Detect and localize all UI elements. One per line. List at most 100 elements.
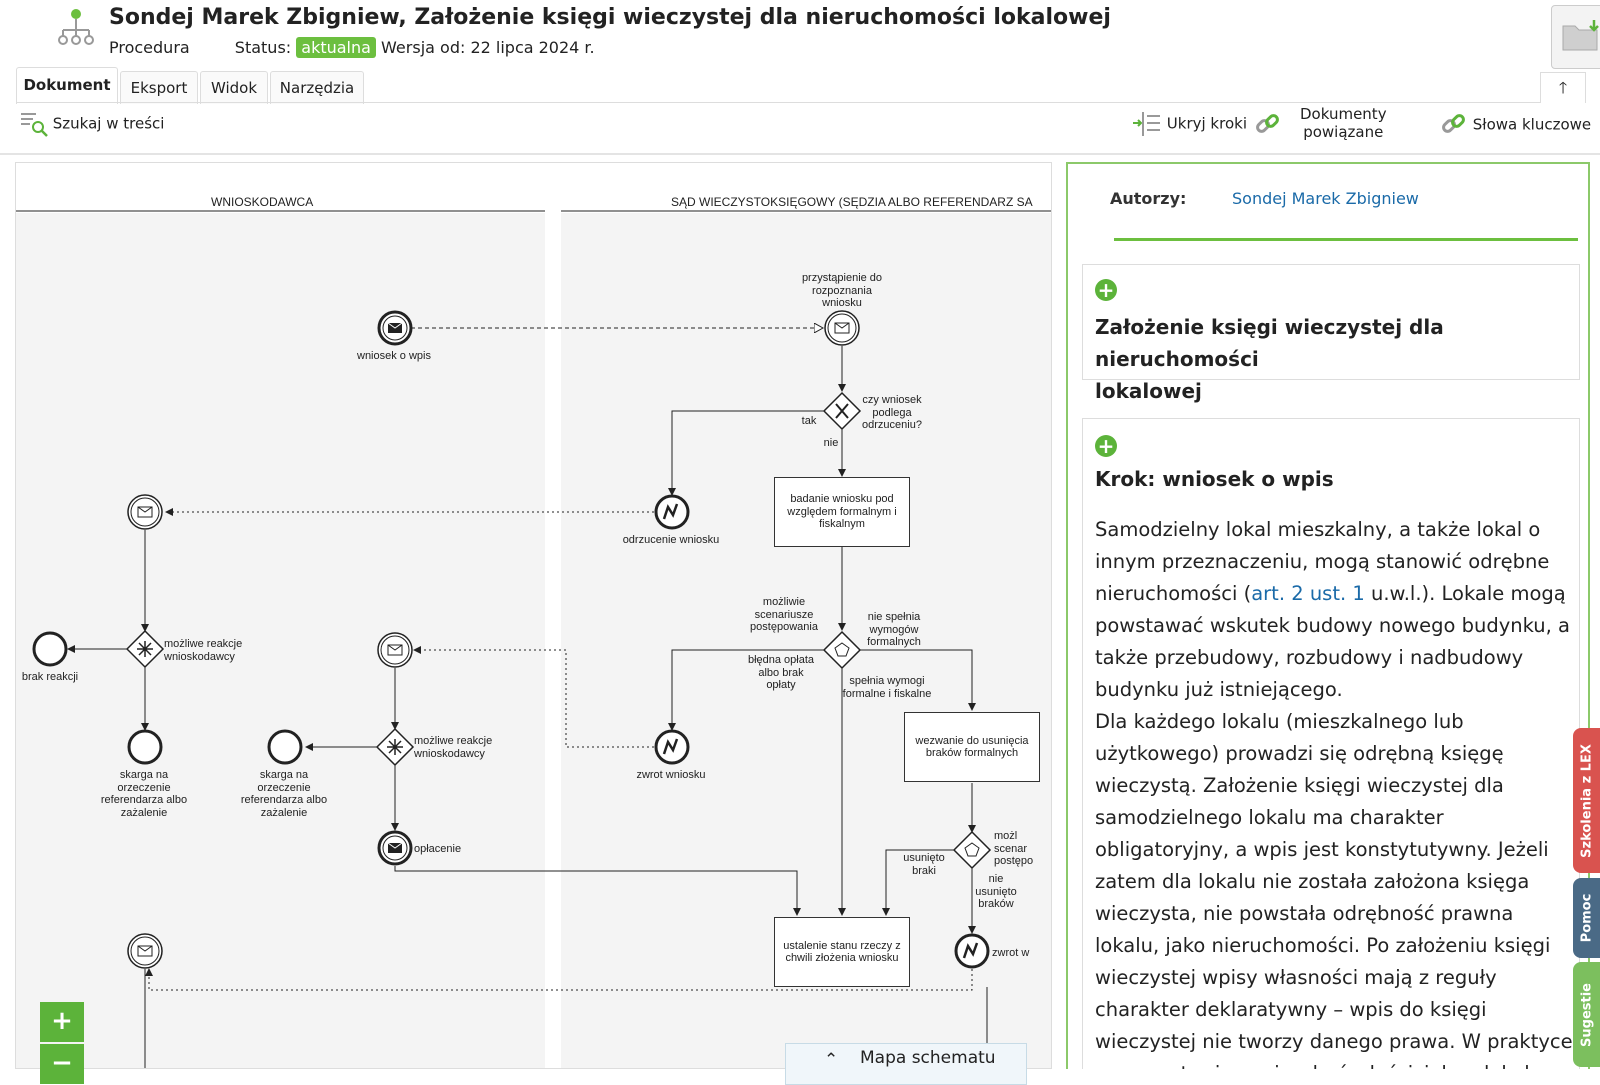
keywords-link-icon bbox=[1442, 114, 1465, 133]
label-skarga-2: skarga na orzeczenie referendarza albo z… bbox=[240, 769, 328, 819]
end-error-event-zwrot[interactable] bbox=[654, 729, 690, 765]
label-brak-reakcji: brak reakcji bbox=[21, 671, 79, 683]
folder-icon bbox=[1562, 20, 1599, 51]
event-gateway-left[interactable] bbox=[125, 629, 165, 669]
label-nie: nie bbox=[823, 437, 839, 449]
authors-label: Autorzy: bbox=[1110, 189, 1187, 208]
lane-title-sad: SĄD WIECZYSTOKSIĘGOWY (SĘDZIA ALBO REFER… bbox=[671, 195, 1033, 209]
procedure-card-title: Założenie księgi wieczystej dla nierucho… bbox=[1095, 311, 1579, 407]
related-docs-label-2: powiązane bbox=[1303, 123, 1384, 141]
related-docs-link-icon bbox=[1256, 114, 1279, 133]
header: Sondej Marek Zbigniew, Założenie księgi … bbox=[0, 0, 1600, 70]
keywords-label: Słowa kluczowe bbox=[1472, 115, 1592, 134]
end-event-skarga-1[interactable] bbox=[127, 729, 163, 765]
zoom-in-button[interactable]: + bbox=[40, 1002, 84, 1042]
label-nie-spelnia: nie spełnia wymogów formalnych bbox=[867, 611, 921, 648]
side-tab-pomoc[interactable]: Pomoc bbox=[1573, 878, 1600, 958]
authors-divider bbox=[1114, 238, 1578, 241]
tab-widok[interactable]: Widok bbox=[200, 71, 268, 104]
catch-message-event-mid[interactable] bbox=[377, 632, 413, 668]
label-wniosek-o-wpis: wniosek o wpis bbox=[357, 350, 431, 362]
step-text-1: Samodzielny lokal mieszkalny, a także lo… bbox=[1095, 518, 1550, 605]
status-badge: aktualna bbox=[296, 37, 376, 58]
label-mozliwe-scen: możliwie scenariusze postępowania bbox=[750, 596, 818, 633]
start-message-event[interactable] bbox=[377, 310, 413, 346]
task-badanie[interactable]: badanie wniosku pod względem formalnym i… bbox=[774, 477, 910, 547]
procedure-meta: Procedura Status: aktualna Wersja od: 22… bbox=[109, 37, 595, 58]
end-event-brak-reakcji[interactable] bbox=[32, 631, 68, 667]
hide-steps-button[interactable]: Ukryj kroki bbox=[1132, 111, 1247, 137]
label-odrzucenie: odrzucenie wniosku bbox=[622, 534, 720, 546]
end-error-event-rejection[interactable] bbox=[654, 494, 690, 530]
complex-gateway[interactable] bbox=[822, 630, 862, 670]
expand-step-plus-icon[interactable]: + bbox=[1095, 435, 1117, 457]
toolbar: Szukaj w treści Ukryj kroki Dokumenty po… bbox=[0, 103, 1600, 155]
label-tak: tak bbox=[801, 415, 817, 427]
label-spelnia: spełnia wymogi formalne i fiskalne bbox=[842, 675, 932, 700]
scroll-up-button[interactable]: 🡑 bbox=[1540, 72, 1586, 103]
label-usunieto: usunięto braki bbox=[903, 852, 945, 877]
authors-link[interactable]: Sondej Marek Zbigniew bbox=[1232, 189, 1419, 208]
related-documents-button[interactable]: Dokumenty powiązane bbox=[1300, 105, 1387, 141]
label-mozliwe-reakcje-2: możliwe reakcje wnioskodawcy bbox=[414, 735, 493, 760]
procedure-type: Procedura bbox=[109, 38, 190, 57]
version-date: Wersja od: 22 lipca 2024 r. bbox=[381, 38, 595, 57]
catch-message-event[interactable] bbox=[824, 310, 860, 346]
label-oplacenie: opłacenie bbox=[414, 843, 462, 855]
lane-title-wnioskodawca: WNIOSKODAWCA bbox=[211, 195, 314, 209]
exclusive-gateway[interactable] bbox=[822, 391, 862, 431]
end-error-event-zwrot-right[interactable] bbox=[954, 933, 990, 969]
page-title: Sondej Marek Zbigniew, Założenie księgi … bbox=[109, 5, 1111, 30]
step-card: + Krok: wniosek o wpis Samodzielny lokal… bbox=[1082, 418, 1580, 1069]
search-content-icon bbox=[21, 113, 48, 137]
details-panel: Autorzy: Sondej Marek Zbigniew + Założen… bbox=[1066, 162, 1590, 1069]
label-skarga-1: skarga na orzeczenie referendarza albo z… bbox=[100, 769, 188, 819]
status-label: Status: bbox=[234, 38, 292, 57]
search-in-content-button[interactable]: Szukaj w treści bbox=[20, 111, 164, 137]
zoom-out-button[interactable]: − bbox=[40, 1044, 84, 1084]
event-gateway-mid[interactable] bbox=[375, 727, 415, 767]
label-mozl-scen: możl scenar postępo bbox=[994, 830, 1034, 867]
label-przystapienie: przystąpienie do rozpoznania wniosku bbox=[801, 272, 883, 309]
bpmn-diagram[interactable]: WNIOSKODAWCA SĄD WIECZYSTOKSIĘGOWY (SĘDZ… bbox=[15, 162, 1052, 1069]
catch-message-event-left[interactable] bbox=[127, 494, 163, 530]
side-tab-szkolenia[interactable]: Szkolenia z LEX bbox=[1573, 728, 1600, 873]
keywords-button[interactable]: Słowa kluczowe bbox=[1440, 111, 1591, 139]
side-tab-szkolenia-label: Szkolenia z LEX bbox=[1579, 743, 1595, 858]
side-tab-sugestie[interactable]: Sugestie bbox=[1573, 962, 1600, 1067]
step-text-2: u.w.l.). Lokale mogą powstawać wskutek b… bbox=[1095, 582, 1571, 701]
procedure-tree-icon bbox=[58, 9, 94, 45]
side-tab-pomoc-label: Pomoc bbox=[1579, 893, 1595, 943]
label-bledna-oplata: błędna opłata albo brak opłaty bbox=[747, 654, 815, 691]
folder-download-button[interactable] bbox=[1551, 5, 1600, 69]
step-description: Samodzielny lokal mieszkalny, a także lo… bbox=[1095, 514, 1575, 1069]
label-nie-usunieto: nie usunięto braków bbox=[975, 873, 1017, 910]
catch-message-event-bottom[interactable] bbox=[127, 933, 163, 969]
tab-narzedzia[interactable]: Narzędzia bbox=[270, 71, 364, 104]
minimap-label: Mapa schematu bbox=[860, 1048, 996, 1068]
search-label: Szukaj w treści bbox=[52, 114, 165, 133]
related-docs-label-1: Dokumenty bbox=[1300, 105, 1387, 123]
diagram-canvas bbox=[16, 210, 1051, 1068]
label-zwrot-right: zwrot w bbox=[992, 947, 1030, 959]
hide-steps-label: Ukryj kroki bbox=[1166, 114, 1247, 133]
side-tab-sugestie-label: Sugestie bbox=[1579, 982, 1595, 1047]
tab-eksport[interactable]: Eksport bbox=[120, 71, 198, 104]
arrow-up-icon: 🡑 bbox=[1558, 78, 1568, 97]
expand-plus-icon[interactable]: + bbox=[1095, 279, 1117, 301]
article-link[interactable]: art. 2 ust. 1 bbox=[1251, 582, 1365, 605]
complex-gateway-right[interactable] bbox=[952, 830, 992, 870]
message-event-oplacenie[interactable] bbox=[377, 830, 413, 866]
label-czy-wniosek: czy wniosek podlega odrzuceniu? bbox=[862, 394, 922, 431]
step-title: Krok: wniosek o wpis bbox=[1095, 467, 1334, 491]
end-event-skarga-2[interactable] bbox=[267, 729, 303, 765]
procedure-card-title-line2: lokalowej bbox=[1095, 379, 1202, 403]
tab-dokument[interactable]: Dokument bbox=[16, 67, 118, 104]
label-zwrot-wniosku: zwrot wniosku bbox=[636, 769, 706, 781]
task-ustalenie[interactable]: ustalenie stanu rzeczy z chwili złożenia… bbox=[774, 917, 910, 987]
tab-divider bbox=[16, 102, 1584, 103]
label-mozliwe-reakcje-1: możliwe reakcje wnioskodawcy bbox=[164, 638, 243, 663]
diagram-minimap-toggle[interactable]: ⌃ Mapa schematu bbox=[785, 1043, 1027, 1085]
step-text-3: Dla każdego lokalu (mieszkalnego lub uży… bbox=[1095, 710, 1573, 1069]
task-wezwanie[interactable]: wezwanie do usunięcia braków formalnych bbox=[904, 712, 1040, 782]
